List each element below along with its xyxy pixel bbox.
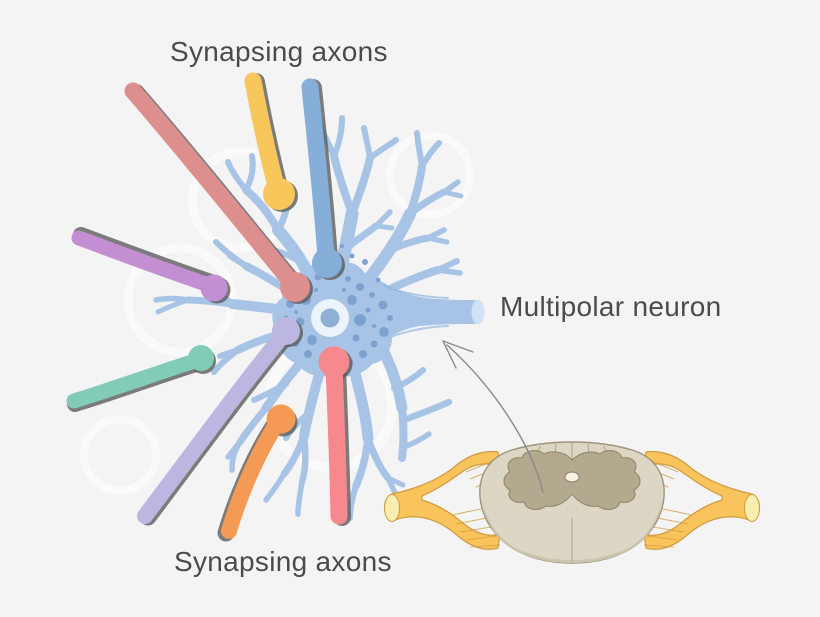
synapse-bouton — [272, 317, 300, 345]
synapsing-axons — [66, 72, 353, 542]
left-spinal-nerve — [383, 451, 501, 550]
right-spinal-nerve — [643, 451, 761, 550]
synapsing-axon-blue — [301, 78, 345, 280]
synapsing-axon-orange — [217, 404, 298, 542]
spinal-cord-to-neuron-arrow — [442, 340, 544, 493]
synapse-bouton — [318, 346, 350, 378]
synapsing-axon-rose — [124, 82, 313, 304]
synapse-bouton — [263, 178, 295, 210]
synapse-bouton — [200, 274, 228, 302]
spinal-cord-illustration — [383, 441, 761, 564]
synapsing-axon-teal — [66, 345, 216, 412]
synapse-bouton — [312, 248, 342, 278]
nucleolus — [320, 308, 340, 328]
label-multipolar-neuron: Multipolar neuron — [500, 291, 722, 322]
left-nerve-cut-end — [384, 494, 400, 522]
synapsing-axon-yellow — [244, 72, 298, 212]
synapse-bouton — [188, 345, 214, 371]
synapse-bouton — [280, 272, 310, 302]
label-synapsing-axons-bottom: Synapsing axons — [174, 546, 392, 577]
right-nerve-cut-end — [744, 494, 760, 522]
axon — [370, 276, 485, 350]
central-canal — [564, 471, 580, 483]
synapsing-axon-pink — [318, 346, 353, 526]
synapsing-axon-orchid — [71, 227, 231, 304]
axon-cut-end — [471, 299, 485, 325]
synapsing-axon-lavender — [137, 317, 303, 526]
label-synapsing-axons-top: Synapsing axons — [170, 36, 388, 67]
synapse-bouton — [266, 404, 296, 434]
